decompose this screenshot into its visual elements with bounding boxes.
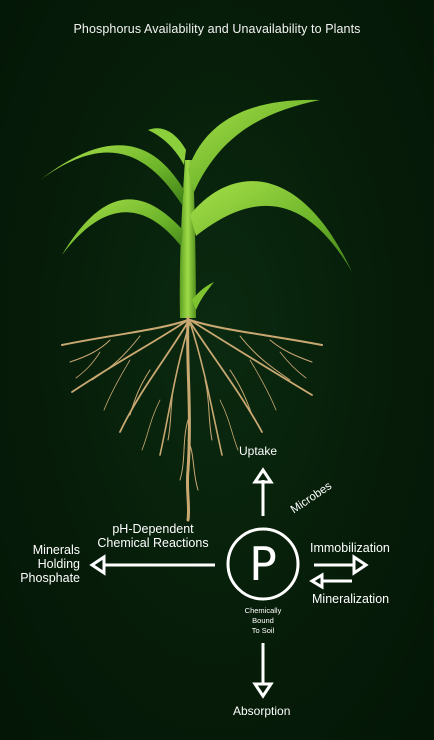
caption-line: Chemically (244, 606, 282, 615)
plant-leaf (40, 145, 184, 205)
corn-plant-illustration (40, 99, 352, 318)
caption-line: Bound (252, 616, 274, 625)
plant-leaf (192, 282, 214, 310)
ph-reactions-line: pH-Dependent (112, 522, 194, 536)
minerals-line: Phosphate (20, 571, 80, 585)
plant-leaf (62, 199, 183, 255)
minerals-line: Holding (37, 557, 80, 571)
minerals-label: Minerals Holding Phosphate (12, 543, 80, 585)
minerals-arrow-icon (89, 554, 215, 576)
plant-leaf (188, 99, 320, 192)
immobilization-arrow-icon (314, 554, 369, 576)
diagram-title: Phosphorus Availability and Unavailabili… (73, 22, 361, 36)
immobilization-label: Immobilization (310, 541, 390, 555)
caption-line: To Soil (251, 626, 275, 635)
minerals-line: Minerals (32, 543, 80, 557)
absorption-label: Absorption (233, 704, 291, 718)
plant-stem (179, 160, 196, 318)
plant-roots (61, 316, 323, 522)
mineralization-label: Mineralization (312, 592, 390, 606)
chemically-bound-caption: Chemically Bound To Soil (234, 606, 292, 636)
uptake-arrow-icon (252, 467, 274, 516)
phosphorus-symbol: P (249, 537, 277, 591)
plant-leaf (190, 181, 352, 272)
absorption-arrow-icon (252, 643, 274, 699)
phosphorus-circle (226, 527, 300, 601)
plant-leaf (148, 128, 186, 165)
ph-reactions-line: Chemical Reactions (97, 536, 209, 550)
ph-reactions-label: pH-Dependent Chemical Reactions (92, 522, 214, 550)
mineralization-arrow-icon (309, 572, 352, 590)
uptake-label: Uptake (239, 444, 278, 458)
